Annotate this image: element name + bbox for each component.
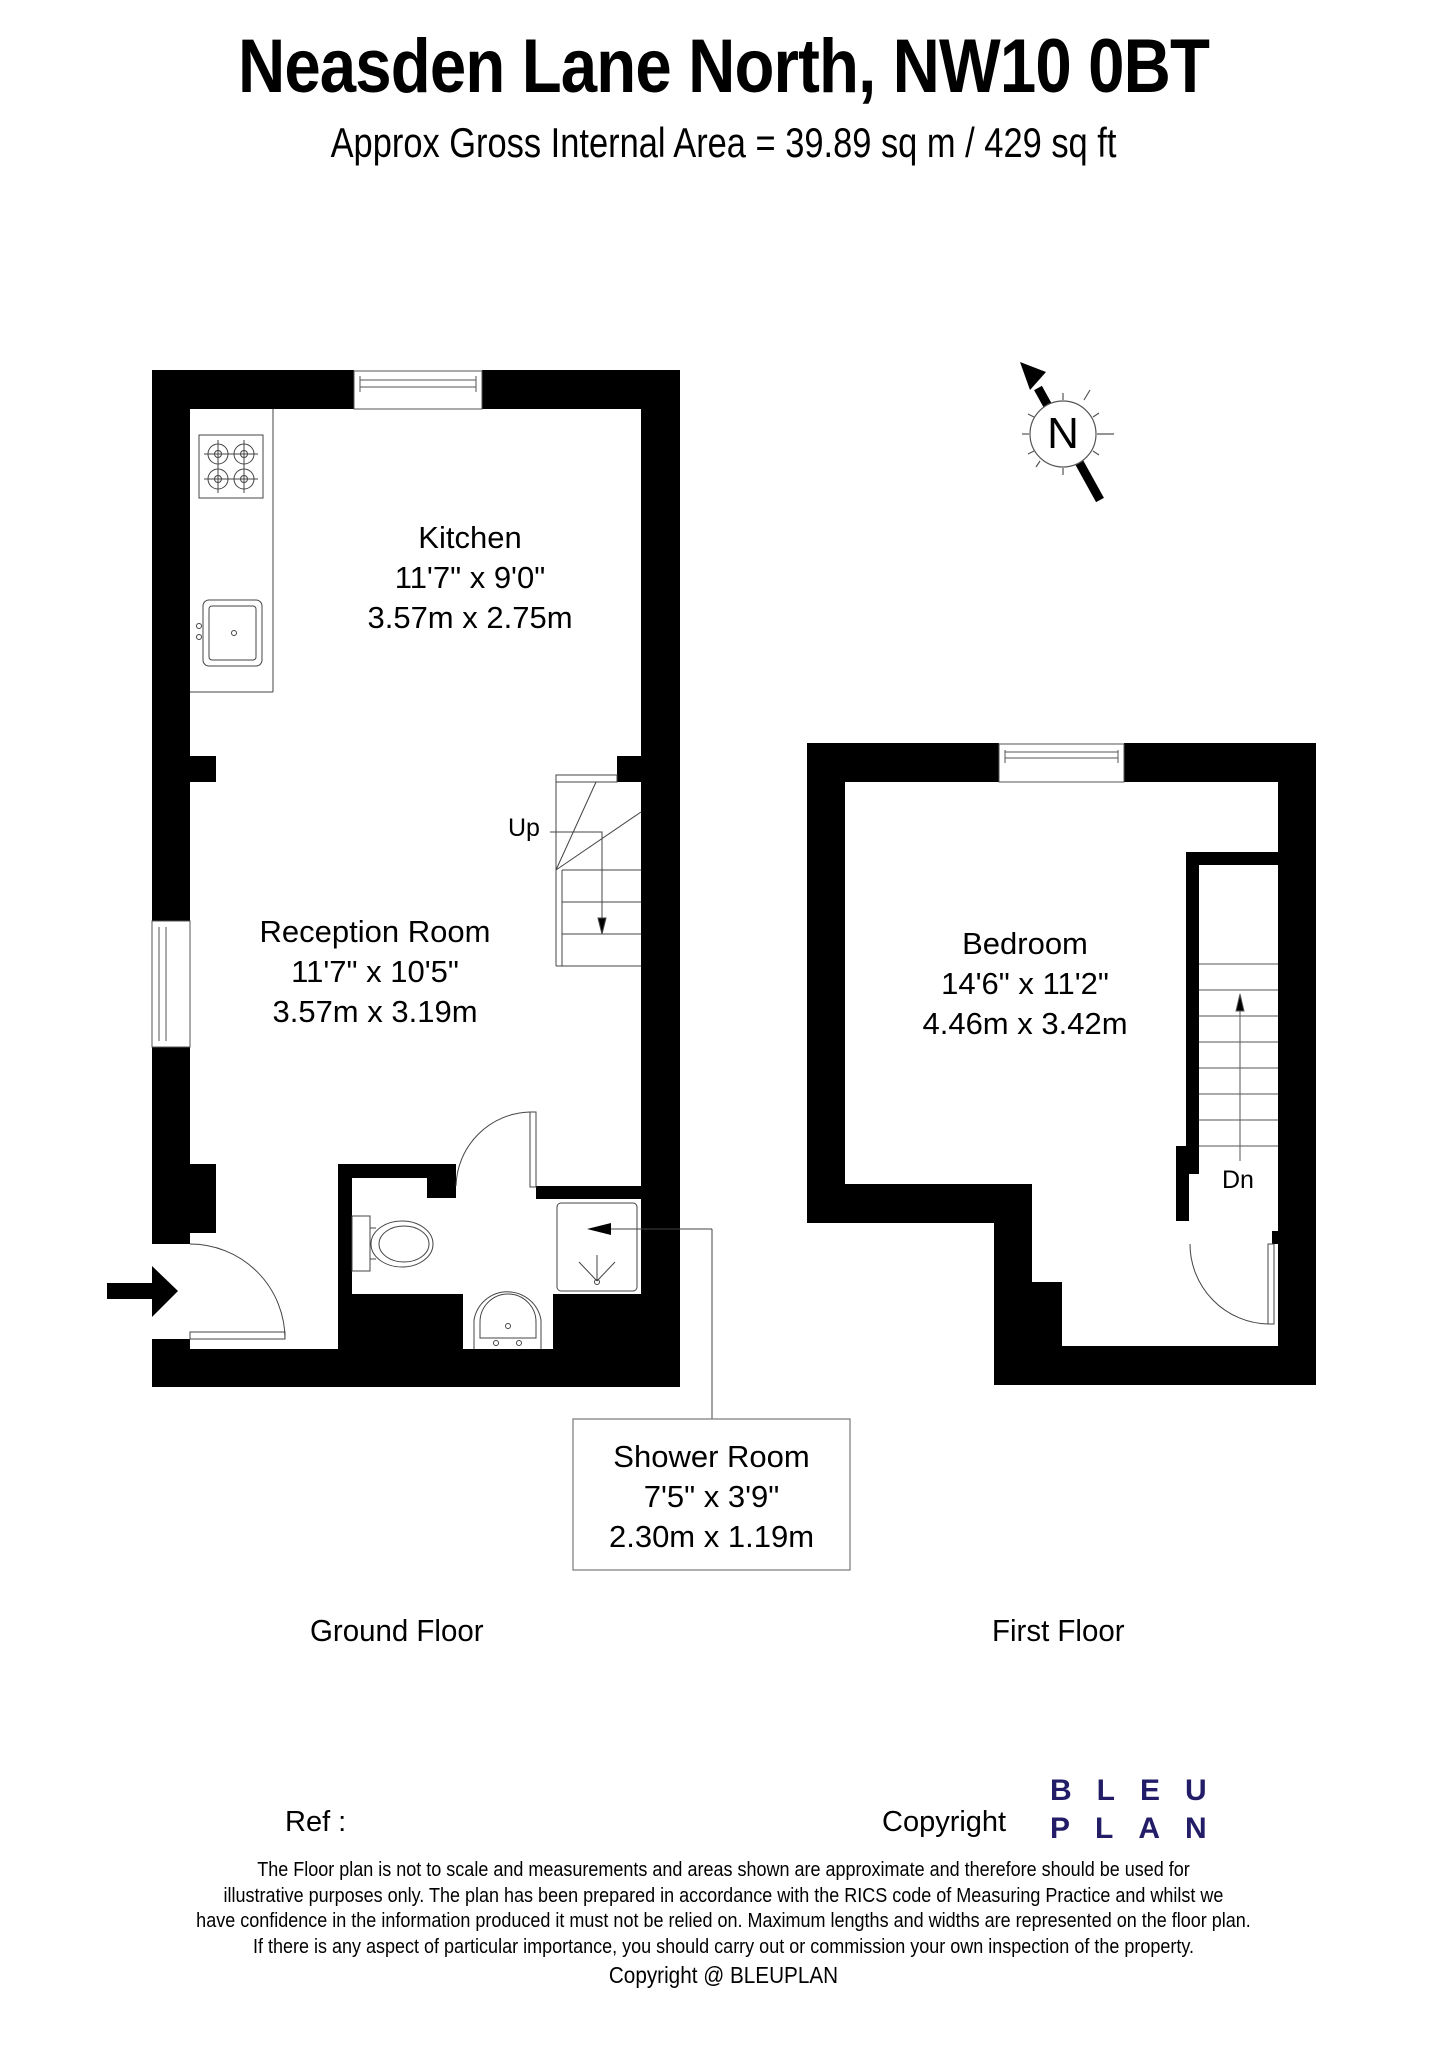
room-name: Reception Room (259, 914, 491, 949)
logo-line-1: BLEU (1050, 1774, 1232, 1807)
kitchen-fittings (190, 409, 274, 693)
ground-floor-label: Ground Floor (310, 1613, 484, 1648)
shower-room-door (455, 1111, 537, 1188)
stairs-up-label: Up (508, 814, 540, 842)
room-size-metric: 3.57m x 2.75m (367, 600, 573, 635)
bedroom-window (998, 743, 1125, 783)
compass-north-label: N (1047, 409, 1079, 458)
disclaimer-line: If there is any aspect of particular imp… (252, 1935, 1195, 1958)
bleuplan-logo: BLEU PLAN (1050, 1772, 1232, 1848)
page-title: Neasden Lane North, NW10 0BT (237, 24, 1210, 109)
stairs-down-label: Dn (1222, 1166, 1254, 1194)
copyright-label: Copyright (882, 1806, 1007, 1838)
room-name: Shower Room (613, 1439, 810, 1474)
kitchen-sink-icon (196, 599, 263, 667)
stairs-down (1199, 963, 1278, 1161)
room-size-imperial: 11'7" x 9'0" (394, 560, 546, 595)
disclaimer-line: illustrative purposes only. The plan has… (223, 1884, 1224, 1907)
room-name: Kitchen (418, 520, 522, 555)
first-floor-label: First Floor (992, 1613, 1125, 1648)
room-size-metric: 4.46m x 3.42m (922, 1006, 1128, 1041)
room-label-kitchen: Kitchen 11'7" x 9'0" 3.57m x 2.75m (330, 518, 610, 638)
first-floor-walls (807, 743, 1316, 1385)
disclaimer-line: have confidence in the information produ… (196, 1910, 1251, 1932)
disclaimer: The Floor plan is not to scale and measu… (72, 1858, 1374, 1990)
kitchen-window (353, 370, 483, 410)
room-label-shower-room: Shower Room 7'5" x 3'9" 2.30m x 1.19m (573, 1437, 850, 1557)
room-size-imperial: 11'7" x 10'5" (291, 954, 459, 989)
stairs-up (550, 774, 642, 967)
shower-tray-icon (556, 1202, 713, 1419)
entrance-arrow-icon (107, 1266, 178, 1317)
entrance-door (189, 1243, 286, 1340)
hob-icon (204, 440, 258, 493)
ref-label: Ref : (285, 1806, 347, 1838)
room-label-reception: Reception Room 11'7" x 10'5" 3.57m x 3.1… (230, 912, 520, 1032)
shower-room-label-box (572, 1418, 851, 1571)
basin-icon (473, 1291, 542, 1349)
north-compass-icon (1020, 362, 1114, 503)
disclaimer-line: The Floor plan is not to scale and measu… (257, 1859, 1190, 1881)
logo-line-2: PLAN (1050, 1812, 1232, 1845)
landing-door (1189, 1243, 1275, 1325)
room-size-metric: 2.30m x 1.19m (608, 1519, 815, 1554)
gross-area-subtitle: Approx Gross Internal Area = 39.89 sq m … (330, 119, 1117, 166)
room-name: Bedroom (962, 926, 1088, 961)
room-size-imperial: 7'5" x 3'9" (643, 1479, 780, 1514)
ground-floor-walls (152, 370, 680, 1387)
copyright-line: Copyright @ BLEUPLAN (608, 1962, 839, 1988)
room-size-imperial: 14'6" x 11'2" (941, 966, 1109, 1001)
room-label-bedroom: Bedroom 14'6" x 11'2" 4.46m x 3.42m (880, 924, 1170, 1044)
toilet-icon (351, 1215, 434, 1272)
reception-window (151, 920, 191, 1048)
room-size-metric: 3.57m x 3.19m (272, 994, 478, 1029)
